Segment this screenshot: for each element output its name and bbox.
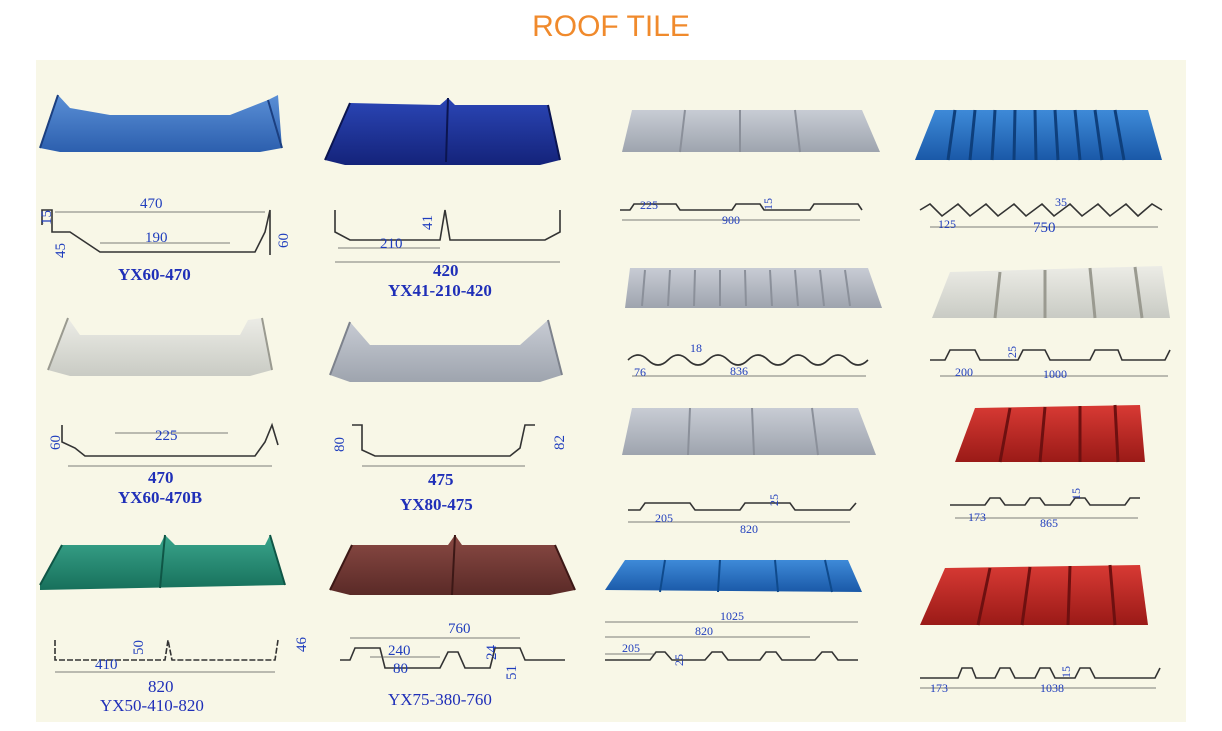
dim-label: 470: [148, 468, 174, 487]
dim-label: 25: [767, 494, 781, 506]
dim-label: 750: [1033, 220, 1056, 236]
dim-label: 80: [332, 437, 348, 452]
dim-label: 60: [276, 233, 292, 248]
dim-label: 475: [428, 470, 454, 489]
model-label: YX41-210-420: [388, 281, 492, 300]
product-yx80-475: 80 82 475 YX80-475: [329, 319, 568, 514]
product-yx60-470: 470 190 15 45 60 YX60-470: [39, 94, 292, 284]
dim-label: 210: [380, 236, 403, 252]
dim-label: 41: [420, 215, 436, 230]
dim-label: 200: [955, 365, 973, 379]
product-wave-750: 35 125 750: [915, 109, 1163, 236]
product-yx60-470b: 225 60 470 YX60-470B: [47, 317, 279, 507]
dim-label: 46: [294, 637, 310, 653]
product-trapezoid-1000: 25 200 1000: [930, 266, 1171, 381]
dim-label: 173: [930, 681, 948, 695]
dim-label: 60: [48, 435, 64, 450]
dim-label: 173: [968, 510, 986, 524]
dim-label: 15: [761, 198, 775, 210]
dim-label: 1038: [1040, 681, 1064, 695]
product-yx50-410-820: 410 50 46 820 YX50-410-820: [39, 534, 310, 715]
dim-label: 35: [1055, 195, 1067, 209]
dim-label: 836: [730, 364, 748, 378]
product-trapezoid-820: 25 205 820: [622, 407, 876, 536]
dim-label: 1000: [1043, 367, 1067, 381]
dim-label: 18: [690, 341, 702, 355]
dim-label: 205: [622, 641, 640, 655]
product-yx41-210-420: 210 41 420 YX41-210-420: [324, 97, 561, 300]
dim-label: 82: [552, 435, 568, 450]
panel-image-navy: [325, 98, 560, 165]
model-label: YX60-470: [118, 265, 191, 284]
dim-label: 15: [39, 210, 55, 225]
model-label: YX50-410-820: [100, 696, 204, 715]
panel-image-blue: [605, 560, 862, 592]
dim-label: 51: [504, 665, 520, 680]
dim-label: 24: [484, 645, 500, 661]
product-yx75-380-760: 760 240 80 24 51 YX75-380-760: [329, 534, 576, 709]
panel-image-red: [920, 565, 1148, 625]
dim-label: 820: [148, 677, 174, 696]
dim-label: 15: [1059, 666, 1073, 678]
model-label: YX80-475: [400, 495, 473, 514]
dim-label: 45: [53, 243, 69, 258]
dim-label: 820: [740, 522, 758, 536]
dim-label: 470: [140, 196, 163, 212]
product-trapezoid-1025: 1025 820 205 25: [605, 559, 862, 666]
page-title: ROOF TILE: [532, 10, 690, 43]
product-trapezoid-865: 15 173 865: [950, 404, 1145, 530]
dim-label: 225: [640, 198, 658, 212]
dim-label: 25: [672, 654, 686, 666]
panel-image-white: [48, 318, 272, 376]
model-label: YX75-380-760: [388, 690, 492, 709]
dim-label: 76: [634, 365, 646, 379]
model-label: YX60-470B: [118, 488, 202, 507]
panel-image-silver: [625, 268, 882, 308]
dim-label: 820: [695, 624, 713, 638]
dim-label: 240: [388, 643, 411, 659]
dim-label: 190: [145, 230, 168, 246]
dim-label: 225: [155, 428, 178, 444]
dim-label: 205: [655, 511, 673, 525]
product-corrugated-836: 18 76 836: [625, 268, 882, 379]
dim-label: 1025: [720, 609, 744, 623]
dim-label: 25: [1005, 346, 1019, 358]
dim-label: 900: [722, 213, 740, 227]
dim-label: 410: [95, 657, 118, 673]
dim-label: 15: [1069, 488, 1083, 500]
dim-label: 80: [393, 661, 408, 677]
dim-label: 865: [1040, 516, 1058, 530]
panel-image-silver: [622, 110, 880, 152]
dim-label: 125: [938, 217, 956, 231]
dim-label: 420: [433, 261, 459, 280]
panel-image-silver: [622, 408, 876, 455]
panel-image-white: [932, 266, 1170, 318]
panel-image-silver: [330, 320, 562, 382]
panel-image-blue: [40, 95, 282, 152]
product-trapezoid-900: 225 900 15: [620, 109, 880, 227]
product-trapezoid-1038: 15 173 1038: [920, 564, 1161, 695]
dim-label: 760: [448, 621, 471, 637]
dim-label: 50: [131, 640, 147, 655]
